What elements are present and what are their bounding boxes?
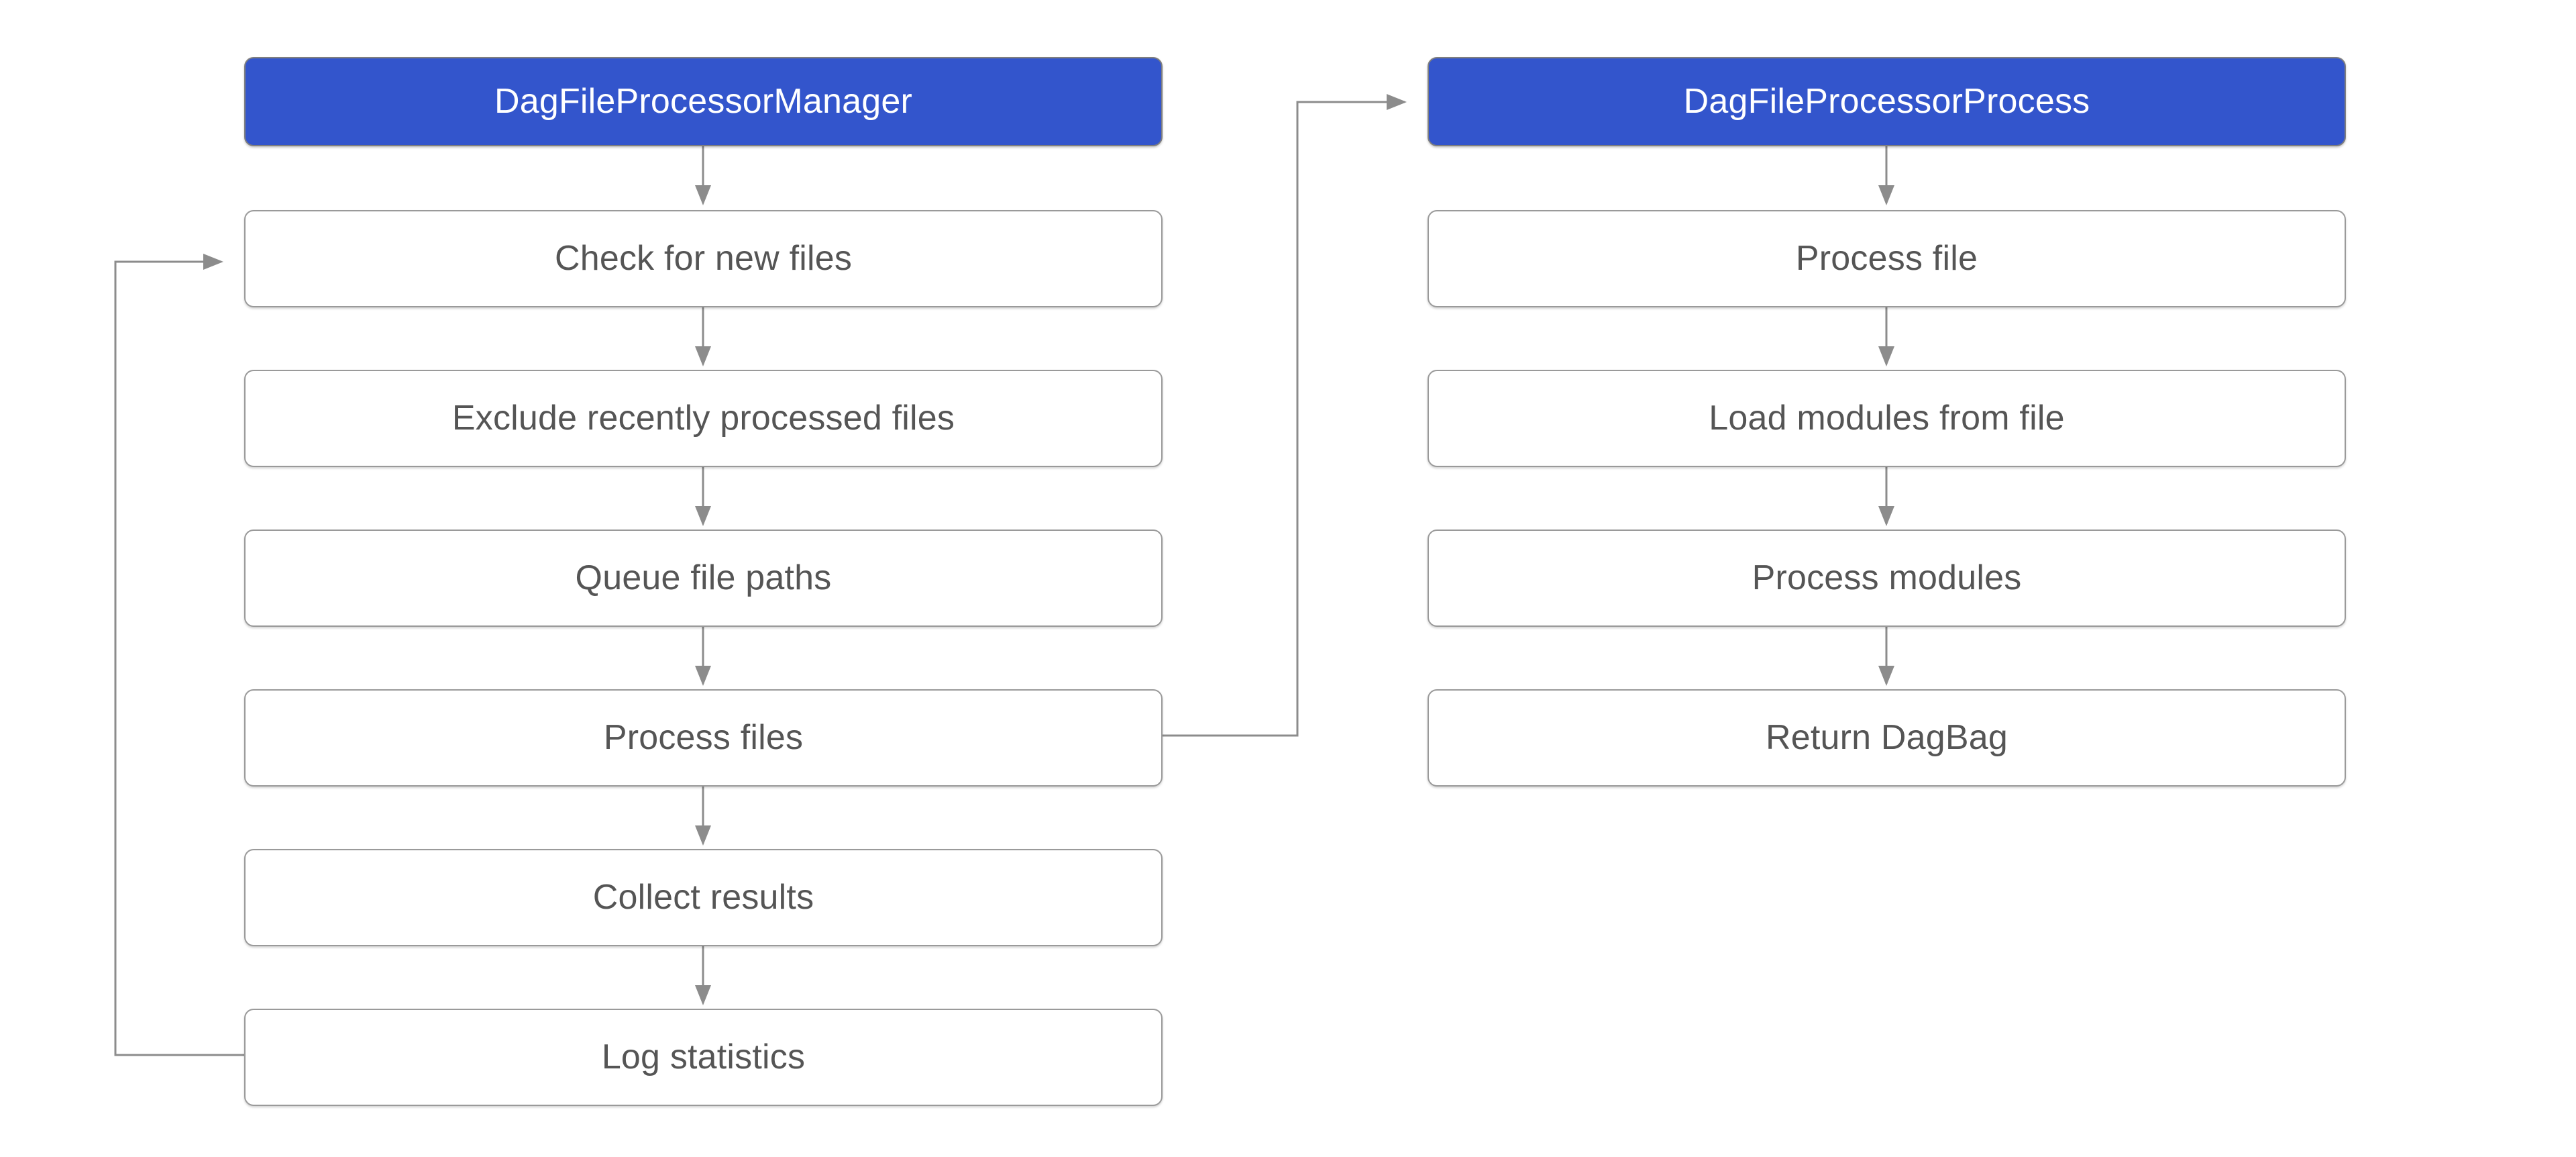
node-dagfileprocessorprocess[interactable]: DagFileProcessorProcess — [1428, 57, 2346, 146]
node-label: Log statistics — [601, 1037, 806, 1076]
edge-log-loopback-to-check — [114, 254, 244, 1056]
node-label: Check for new files — [554, 238, 853, 278]
node-collect-results[interactable]: Collect results — [244, 849, 1163, 946]
node-label: Collect results — [592, 877, 814, 917]
node-label: Process modules — [1752, 558, 2022, 597]
node-label: Load modules from file — [1709, 398, 2065, 438]
node-check-for-new-files[interactable]: Check for new files — [244, 210, 1163, 307]
node-label: Process file — [1795, 238, 1978, 278]
node-dagfileprocessormanager[interactable]: DagFileProcessorManager — [244, 57, 1163, 146]
node-label: Process files — [603, 717, 804, 757]
node-label: Queue file paths — [575, 558, 832, 597]
node-label: DagFileProcessorProcess — [1683, 81, 2090, 121]
node-label: DagFileProcessorManager — [494, 81, 913, 121]
node-load-modules-from-file[interactable]: Load modules from file — [1428, 370, 2346, 467]
node-process-file[interactable]: Process file — [1428, 210, 2346, 307]
node-process-modules[interactable]: Process modules — [1428, 530, 2346, 627]
node-label: Exclude recently processed files — [451, 398, 955, 438]
node-label: Return DagBag — [1765, 717, 2008, 757]
node-return-dagbag[interactable]: Return DagBag — [1428, 689, 2346, 787]
node-exclude-recently-processed-files[interactable]: Exclude recently processed files — [244, 370, 1163, 467]
node-log-statistics[interactable]: Log statistics — [244, 1009, 1163, 1106]
node-process-files[interactable]: Process files — [244, 689, 1163, 787]
edge-process-files-to-processor-process — [1163, 94, 1407, 737]
node-queue-file-paths[interactable]: Queue file paths — [244, 530, 1163, 627]
